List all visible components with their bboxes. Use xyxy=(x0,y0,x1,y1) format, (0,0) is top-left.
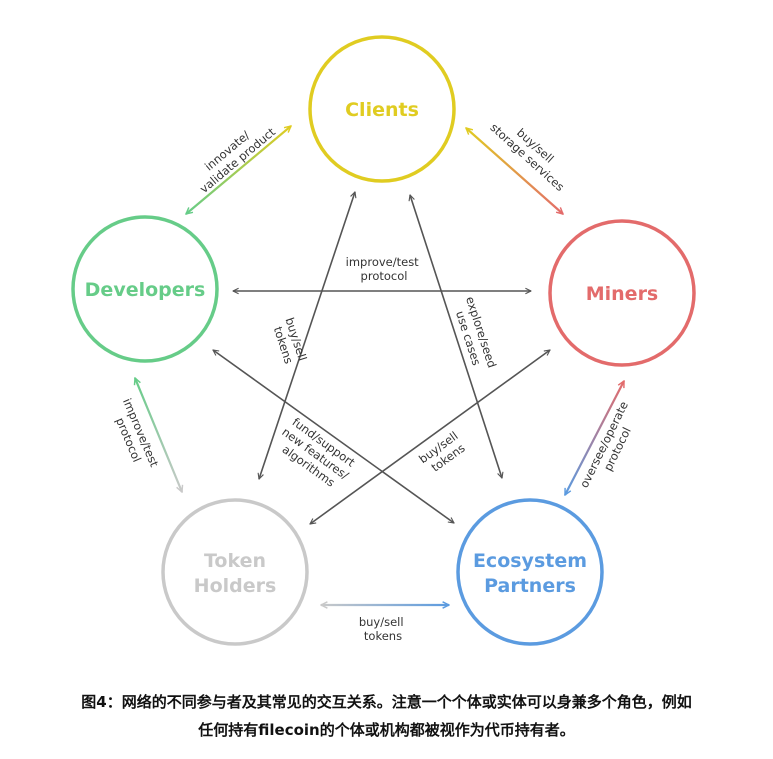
label-clients-miners: buy/sell storage services xyxy=(488,110,577,194)
node-clients: Clients xyxy=(308,35,456,183)
edge-developers-token-holders xyxy=(135,378,182,492)
edge-developers-clients xyxy=(186,126,291,214)
node-clients-label: Clients xyxy=(345,99,419,121)
node-token-holders-label-1: Token xyxy=(204,550,266,572)
label-miners-ecosystem-partners: oversee/operate protocol xyxy=(577,396,645,496)
node-miners: Miners xyxy=(548,219,696,367)
label-token-holders-ecosystem-partners: buy/sell tokens xyxy=(359,615,407,643)
caption-line-1: 图4：网络的不同参与者及其常见的交互关系。注意一个个体或实体可以身兼多个角色，例… xyxy=(81,693,692,711)
edge-clients-miners xyxy=(466,128,563,214)
ecosystem-diagram: innovate/ validate product buy/sell stor… xyxy=(71,35,696,646)
node-ecosystem-partners-label-2: Partners xyxy=(484,575,576,597)
node-ecosystem-partners: Ecosystem Partners xyxy=(456,498,604,646)
node-developers-label: Developers xyxy=(85,279,206,301)
caption-line-2: 任何持有filecoin的个体或机构都被视作为代币持有者。 xyxy=(198,721,575,739)
figure-caption: 图4：网络的不同参与者及其常见的交互关系。注意一个个体或实体可以身兼多个角色，例… xyxy=(0,688,773,744)
edge-miners-ecosystem-partners xyxy=(564,381,625,495)
node-miners-label: Miners xyxy=(586,283,659,305)
edge-developers-ecosystem-partners xyxy=(213,350,454,523)
label-developers-token-holders: improve/test protocol xyxy=(107,396,163,478)
label-developers-miners: improve/test protocol xyxy=(346,255,423,283)
label-clients-token-holders: buy/sell tokens xyxy=(269,316,311,371)
label-developers-ecosystem-partners: fund/support new features/ algorithms xyxy=(271,413,362,495)
label-developers-clients: innovate/ validate product xyxy=(188,114,278,196)
label-miners-token-holders: buy/sell tokens xyxy=(416,426,472,477)
label-clients-ecosystem-partners: explore/seed use cases xyxy=(450,295,501,378)
edge-miners-token-holders xyxy=(310,350,550,524)
node-ecosystem-partners-label-1: Ecosystem xyxy=(473,550,587,572)
node-token-holders: Token Holders xyxy=(161,498,309,646)
node-developers: Developers xyxy=(71,215,219,363)
node-token-holders-label-2: Holders xyxy=(194,575,277,597)
